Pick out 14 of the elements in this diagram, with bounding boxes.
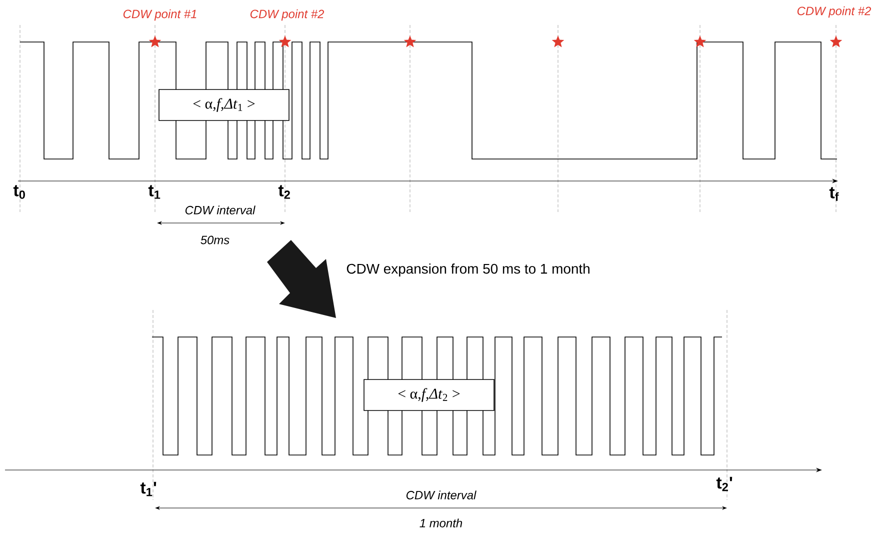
axis-label: t$_{0}$: [13, 185, 25, 199]
annotation: CDW point #2: [797, 6, 871, 18]
annotation: CDW interval: [406, 490, 476, 500]
axis-label: t$_{f}$: [829, 187, 839, 201]
annotation: CDW point #1: [123, 9, 196, 21]
annotation: CDW interval: [185, 206, 256, 214]
annotation: CDW expansion from 50 ms to 1 month: [346, 264, 590, 276]
axis-label: t$_{1}$: [148, 185, 160, 199]
annotation: 1 month: [420, 518, 462, 528]
annotation: 50ms: [200, 236, 230, 244]
axis-label: t$_{2}$: [278, 185, 290, 199]
annotation: CDW point #2: [250, 9, 324, 21]
axis-label: t$_{2}$': [716, 476, 732, 492]
axis-label: t$_{1}$': [140, 482, 156, 496]
